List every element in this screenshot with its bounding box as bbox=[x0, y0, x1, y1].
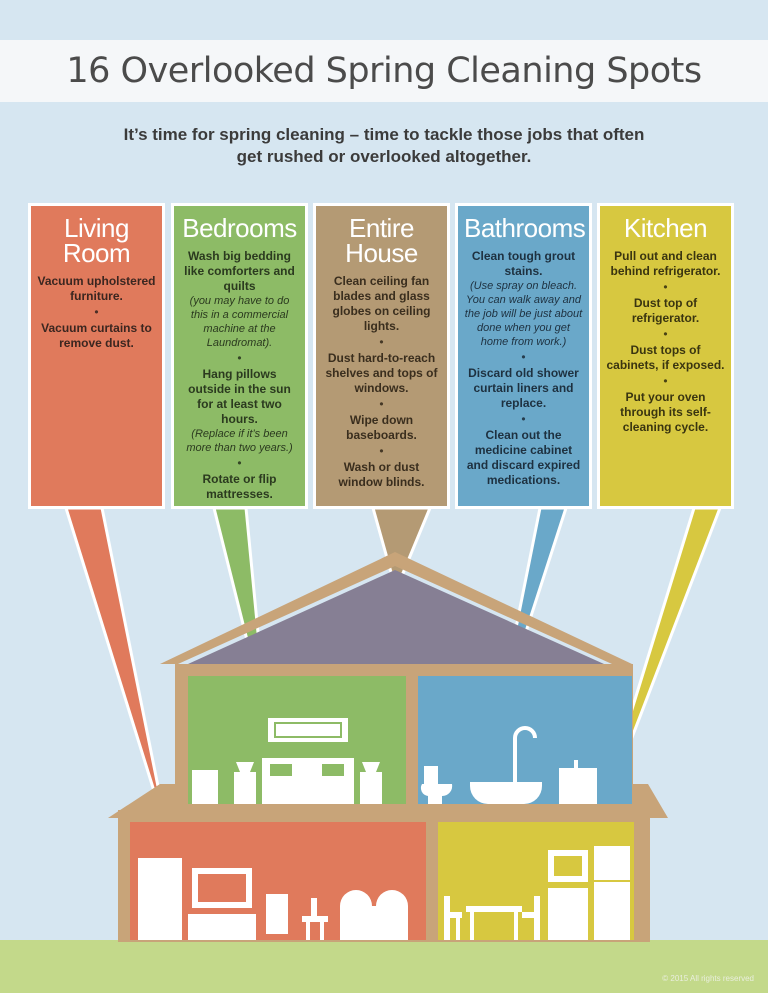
panel-heading: Entire House bbox=[345, 213, 418, 268]
panel-living-room: Living Room Vacuum upholstered furniture… bbox=[28, 203, 165, 509]
living-furniture bbox=[138, 858, 408, 940]
list-item: Put your oven through its self-cleaning … bbox=[620, 390, 711, 434]
panel-heading: Kitchen bbox=[623, 213, 708, 243]
kitchen-furniture bbox=[444, 846, 630, 940]
copyright-text: © 2015 All rights reserved bbox=[662, 974, 754, 983]
subtitle: It’s time for spring cleaning – time to … bbox=[123, 125, 645, 166]
attic bbox=[188, 570, 604, 664]
item-note: (you may have to do this in a commercial… bbox=[189, 295, 290, 349]
list-item: Discard old shower curtain liners and re… bbox=[468, 366, 579, 410]
list-item: Pull out and clean behind refrigerator. bbox=[610, 249, 721, 278]
living-callout-tail bbox=[64, 506, 170, 838]
list-item: Rotate or flip mattresses. bbox=[202, 472, 277, 501]
separator-dot: • bbox=[379, 335, 384, 349]
separator-dot: • bbox=[521, 412, 526, 426]
list-item: Vacuum upholstered furniture. bbox=[37, 274, 156, 303]
list-item: Dust hard-to-reach shelves and tops of w… bbox=[325, 351, 438, 395]
list-item: Hang pillows outside in the sun for at l… bbox=[180, 367, 299, 455]
panel-heading: Bathrooms bbox=[464, 213, 586, 243]
separator-dot: • bbox=[237, 456, 242, 470]
panel-kitchen: Kitchen Pull out and clean behind refrig… bbox=[597, 203, 734, 509]
title-band: 16 Overlooked Spring Cleaning Spots bbox=[0, 40, 768, 102]
item-note: (Replace if it’s been more than two year… bbox=[186, 428, 293, 454]
separator-dot: • bbox=[521, 350, 526, 364]
panel-bedrooms: Bedrooms Wash big bedding like comforter… bbox=[171, 203, 308, 509]
separator-dot: • bbox=[663, 280, 668, 294]
panel-bathrooms: Bathrooms Clean tough grout stains. (Use… bbox=[455, 203, 592, 509]
list-item: Dust top of refrigerator. bbox=[631, 296, 700, 325]
separator-dot: • bbox=[663, 327, 668, 341]
list-item: Clean out the medicine cabinet and disca… bbox=[466, 428, 581, 487]
bathroom-fixtures bbox=[420, 726, 597, 804]
list-item: Clean ceiling fan blades and glass globe… bbox=[332, 274, 431, 333]
separator-dot: • bbox=[379, 397, 384, 411]
panel-heading: Bedrooms bbox=[182, 213, 297, 243]
grass bbox=[0, 940, 768, 993]
list-item: Vacuum curtains to remove dust. bbox=[41, 321, 152, 350]
panel-entire-house: Entire House Clean ceiling fan blades an… bbox=[313, 203, 450, 509]
separator-dot: • bbox=[237, 351, 242, 365]
page-title: 16 Overlooked Spring Cleaning Spots bbox=[66, 51, 702, 91]
separator-dot: • bbox=[379, 444, 384, 458]
item-note: (Use spray on bleach. You can walk away … bbox=[464, 280, 583, 348]
separator-dot: • bbox=[663, 374, 668, 388]
list-item: Dust tops of cabinets, if exposed. bbox=[606, 343, 725, 372]
list-item: Clean tough grout stains. (Use spray on … bbox=[464, 249, 583, 348]
list-item: Wash or dust window blinds. bbox=[338, 460, 425, 489]
panel-heading: Living Room bbox=[62, 213, 131, 268]
separator-dot: • bbox=[94, 305, 99, 319]
list-item: Wipe down baseboards. bbox=[346, 413, 417, 442]
bedroom-furniture bbox=[192, 718, 382, 804]
list-item: Wash big bedding like comforters and qui… bbox=[180, 249, 299, 350]
